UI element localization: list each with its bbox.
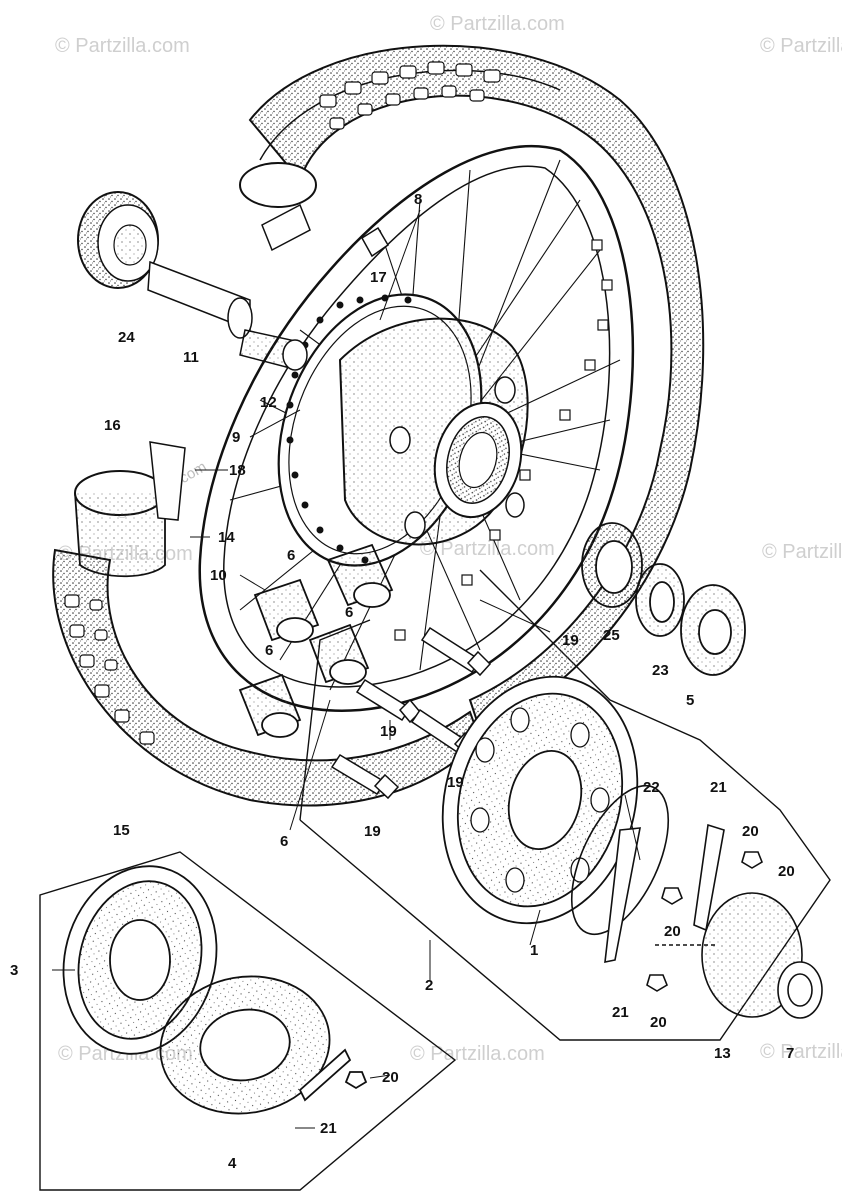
callout-20: 20 bbox=[664, 923, 681, 940]
watermark: © Partzilla.com bbox=[760, 1041, 842, 1063]
callout-25: 25 bbox=[603, 627, 620, 644]
callout-20: 20 bbox=[650, 1014, 667, 1031]
callout-23: 23 bbox=[652, 662, 669, 679]
callout-1: 1 bbox=[530, 942, 538, 959]
callout-14: 14 bbox=[218, 529, 235, 546]
callout-3: 3 bbox=[10, 962, 18, 979]
callout-11: 11 bbox=[183, 349, 199, 366]
watermark: © Partzilla.com bbox=[430, 13, 565, 35]
callout-12: 12 bbox=[260, 394, 277, 411]
watermark: © Partzilla.com bbox=[420, 538, 555, 560]
callout-2: 2 bbox=[425, 977, 433, 994]
valve-cap bbox=[360, 226, 390, 258]
callout-20: 20 bbox=[778, 863, 795, 880]
callout-15: 15 bbox=[113, 822, 130, 839]
callout-20: 20 bbox=[382, 1069, 399, 1086]
leader-lines bbox=[52, 209, 641, 1129]
damper-rubbers bbox=[238, 543, 394, 738]
callout-24: 24 bbox=[118, 329, 135, 346]
tire-lower bbox=[52, 441, 482, 807]
callout-4: 4 bbox=[228, 1155, 237, 1172]
callout-21: 21 bbox=[320, 1120, 337, 1137]
watermark: © Partzilla.com bbox=[760, 35, 842, 57]
callout-16: 16 bbox=[104, 417, 121, 434]
sprocket-bolts bbox=[330, 626, 492, 800]
bearing-seal-plate bbox=[581, 522, 746, 676]
callout-9: 9 bbox=[232, 429, 240, 446]
watermark: © Partzilla.com bbox=[410, 1043, 545, 1065]
callout-19: 19 bbox=[380, 723, 397, 740]
callout-6: 6 bbox=[287, 547, 295, 564]
callout-8: 8 bbox=[414, 191, 422, 208]
callout-22: 22 bbox=[643, 779, 660, 796]
callout-5: 5 bbox=[686, 692, 694, 709]
callout-20: 20 bbox=[742, 823, 759, 840]
callout-19: 19 bbox=[562, 632, 579, 649]
watermark: © Partzilla.com bbox=[55, 35, 190, 57]
callout-13: 13 bbox=[714, 1045, 731, 1062]
rear-sprocket bbox=[441, 675, 639, 925]
callout-6: 6 bbox=[265, 642, 273, 659]
axle-sleeve-assembly bbox=[77, 191, 308, 371]
callout-18: 18 bbox=[229, 462, 246, 479]
callout-6: 6 bbox=[345, 604, 353, 621]
callout-6: 6 bbox=[280, 833, 288, 850]
callout-21: 21 bbox=[710, 779, 727, 796]
sprocket-assembly-lower bbox=[62, 865, 368, 1115]
callout-19: 19 bbox=[447, 774, 464, 791]
callout-labels: 1 2 3 4 5 6 6 6 6 7 8 9 10 11 12 13 14 1… bbox=[10, 191, 795, 1172]
callout-17: 17 bbox=[370, 269, 387, 286]
watermark: © Partzilla.com bbox=[762, 541, 842, 563]
callout-7: 7 bbox=[786, 1045, 794, 1062]
callout-10: 10 bbox=[210, 567, 227, 584]
callout-21: 21 bbox=[612, 1004, 629, 1021]
sprocket-hardware bbox=[570, 784, 823, 1019]
wheel-hub bbox=[277, 293, 529, 567]
callout-19: 19 bbox=[364, 823, 381, 840]
